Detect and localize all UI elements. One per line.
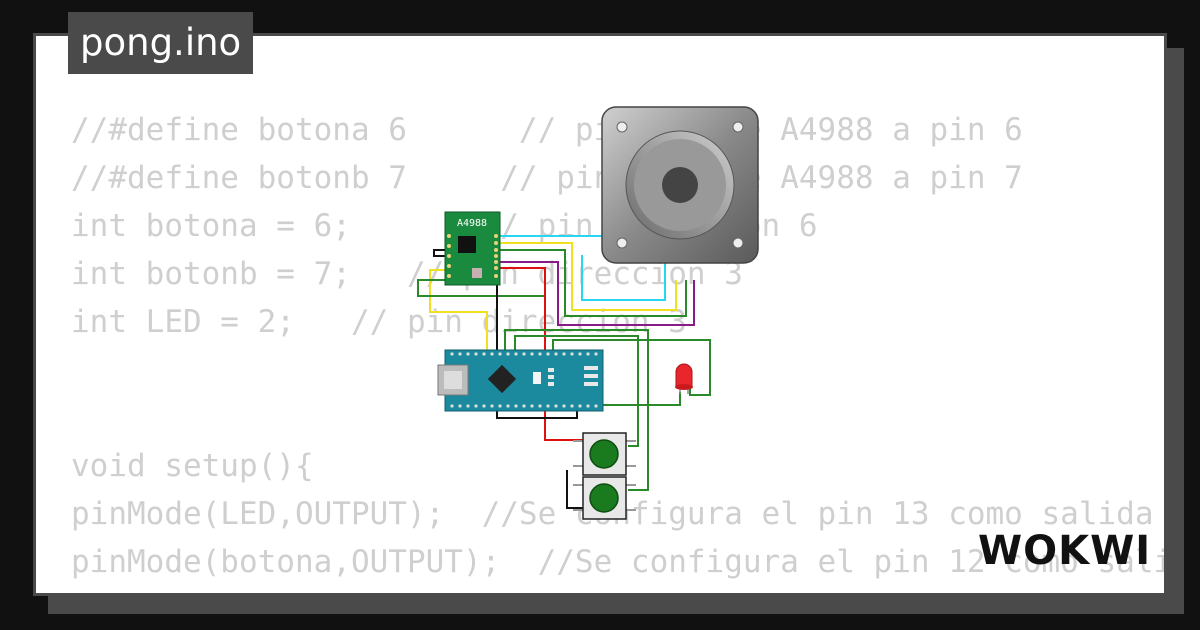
wire-black-loop xyxy=(433,249,445,257)
red-led[interactable] xyxy=(675,363,693,394)
code-line: pinMode(botonb,OUTPUT); //Se configura e… xyxy=(71,586,1164,593)
wokwi-logo: WOKWI xyxy=(978,528,1150,574)
wire-green-nano xyxy=(417,279,546,350)
driver-label: A4988 xyxy=(457,218,487,229)
brand-wordmark: WOKWI xyxy=(978,528,1150,574)
code-line: pinMode(botona,OUTPUT); //Se configura e… xyxy=(71,544,1167,580)
push-button-a[interactable] xyxy=(573,432,636,476)
wire-purple xyxy=(500,261,695,326)
wire-green-led xyxy=(552,339,711,396)
wire-black-button xyxy=(566,470,583,509)
nano-pins-bottom xyxy=(450,404,598,408)
project-title: pong.ino xyxy=(68,12,254,74)
wire-green-led-gnd xyxy=(590,392,681,406)
wire-green-button-b xyxy=(504,329,649,491)
arduino-nano[interactable] xyxy=(437,349,604,412)
wire-yellow-motor xyxy=(500,242,677,311)
wire-green-motor xyxy=(500,249,687,317)
push-button-b[interactable] xyxy=(573,476,636,520)
nano-pins-top xyxy=(450,352,598,356)
stepper-motor[interactable] xyxy=(601,106,759,264)
a4988-driver[interactable]: A4988 xyxy=(444,211,501,286)
wire-yellow-nano xyxy=(429,269,488,350)
wire-green-button-a xyxy=(514,335,639,447)
code-line: void setup(){ xyxy=(71,448,314,484)
